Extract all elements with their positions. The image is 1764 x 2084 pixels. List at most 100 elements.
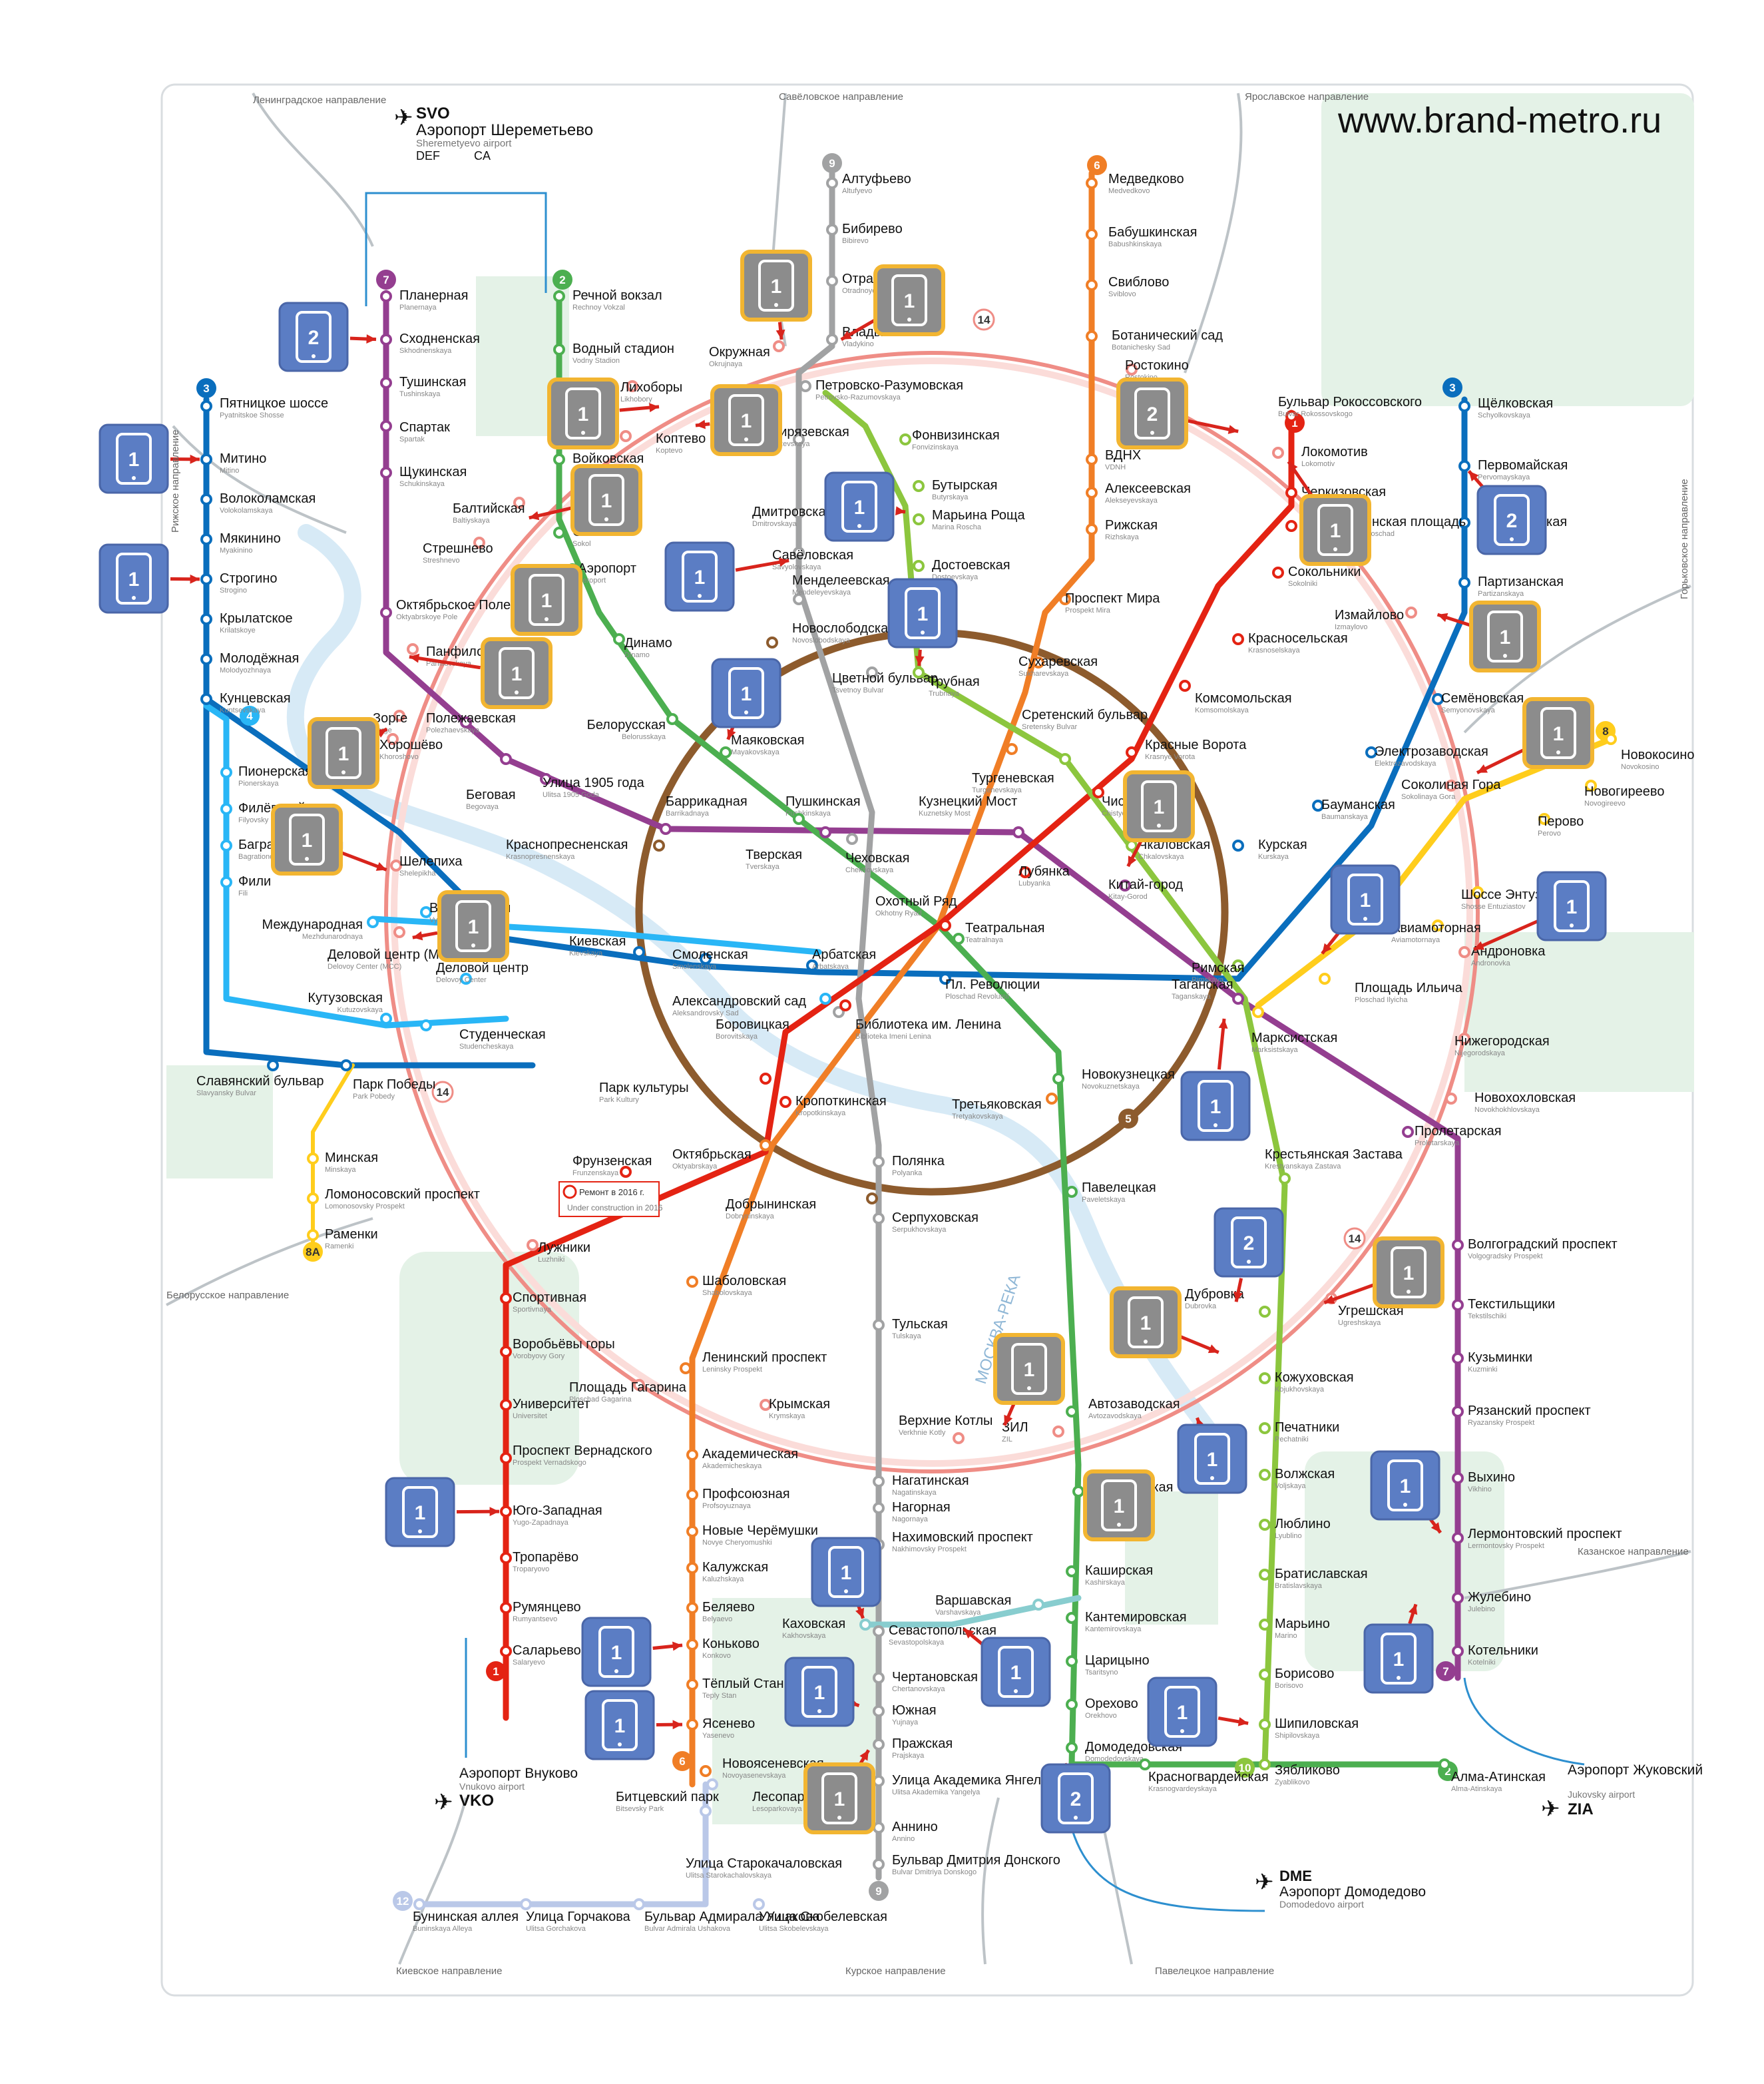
tablet-badge-b06[interactable]: 1 [549,380,617,447]
station-marker[interactable] [415,1900,424,1909]
tablet-badge-b16[interactable]: 1 [666,543,734,611]
station-marker[interactable] [202,654,211,664]
tablet-badge-b36[interactable]: 1 [812,1538,880,1606]
tablet-badge-b25[interactable]: 1 [1538,872,1606,940]
station-marker[interactable] [1047,1094,1056,1103]
station-marker[interactable] [701,1806,710,1816]
station-marker[interactable] [874,1740,883,1749]
station-marker[interactable] [688,1640,697,1649]
station-marker[interactable] [634,1900,644,1909]
station-marker[interactable] [1460,947,1469,957]
station-marker[interactable] [1007,744,1016,754]
station-marker[interactable] [501,1553,511,1563]
station-marker[interactable] [1453,1240,1462,1250]
station-marker[interactable] [554,528,564,537]
station-marker[interactable] [688,1450,697,1459]
tablet-badge-b07[interactable]: 1 [712,386,780,454]
station-marker[interactable] [1087,525,1096,534]
station-marker[interactable] [1127,841,1136,850]
tablet-badge-b42[interactable]: 1 [805,1764,873,1832]
station-marker[interactable] [1087,230,1096,239]
station-marker[interactable] [1260,1470,1269,1479]
station-marker[interactable] [521,1900,531,1909]
station-marker[interactable] [794,814,803,824]
tablet-badge-b43[interactable]: 2 [1042,1764,1110,1832]
tablet-badge-b27[interactable]: 1 [1182,1072,1249,1140]
station-marker[interactable] [1087,455,1096,464]
station-marker[interactable] [1074,1487,1083,1496]
tablet-badge-b10[interactable]: 1 [483,639,551,707]
station-marker[interactable] [681,1364,690,1373]
station-marker[interactable] [1087,488,1096,497]
station-marker[interactable] [1067,1657,1076,1666]
station-marker[interactable] [395,927,404,937]
station-marker[interactable] [874,1860,883,1869]
station-marker[interactable] [874,1157,883,1167]
tablet-badge-b22[interactable]: 1 [1524,699,1592,767]
tablet-badge-b30[interactable]: 1 [995,1335,1063,1403]
tablet-badge-b23[interactable]: 1 [1125,772,1193,840]
station-marker[interactable] [202,535,211,544]
tablet-badge-b32[interactable]: 1 [386,1478,454,1546]
station-marker[interactable] [954,1433,963,1443]
station-marker[interactable] [721,748,730,757]
tablet-badge-b19[interactable]: 1 [1301,496,1369,564]
station-marker[interactable] [1287,521,1296,531]
station-marker[interactable] [1453,1407,1462,1416]
station-marker[interactable] [874,1214,883,1223]
station-marker[interactable] [408,645,417,654]
station-marker[interactable] [874,1823,883,1832]
tablet-badge-b33[interactable]: 1 [1178,1425,1246,1493]
station-marker[interactable] [202,401,211,411]
station-marker[interactable] [821,828,830,837]
station-marker[interactable] [1060,754,1070,764]
station-marker[interactable] [421,1021,431,1030]
tablet-badge-b08[interactable]: 1 [572,466,640,534]
tablet-badge-b28[interactable]: 2 [1215,1208,1283,1276]
station-marker[interactable] [874,1776,883,1786]
station-marker[interactable] [874,1320,883,1330]
station-marker[interactable] [874,1627,883,1636]
station-marker[interactable] [1067,1187,1076,1196]
station-marker[interactable] [1087,332,1096,341]
station-marker[interactable] [754,1900,764,1909]
tablet-badge-b13[interactable]: 1 [439,892,507,960]
station-marker[interactable] [1233,841,1243,850]
station-marker[interactable] [1287,488,1296,497]
tablet-badge-b18[interactable]: 1 [712,659,780,727]
